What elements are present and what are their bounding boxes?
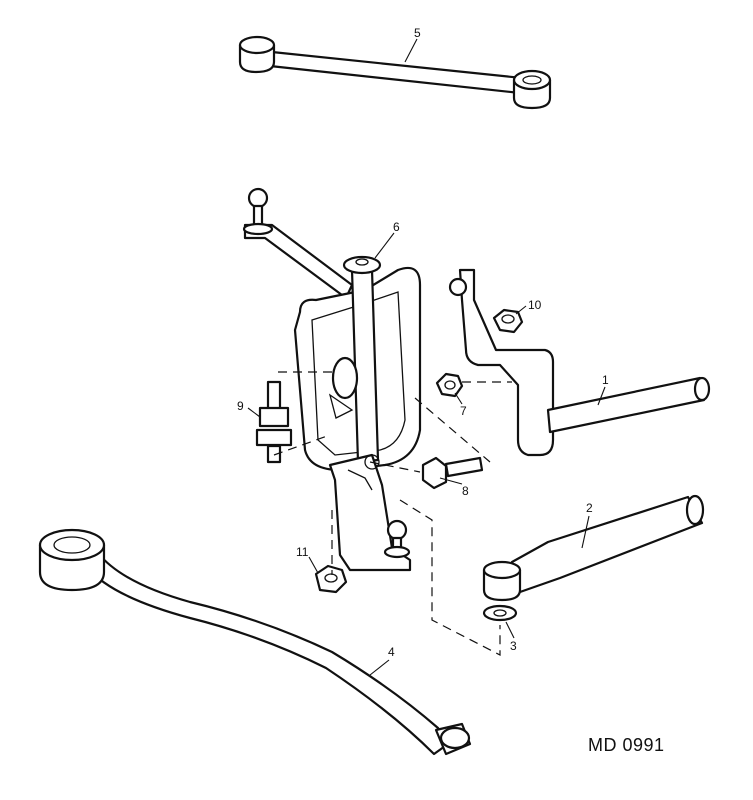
part-9-stud <box>255 380 293 464</box>
part-8-bolt <box>421 456 484 490</box>
part-7-nut <box>435 372 464 398</box>
part-5-link-rod <box>238 35 552 110</box>
leader-lines <box>247 38 606 676</box>
callout-9: 9 <box>237 399 244 413</box>
callout-10: 10 <box>528 298 542 312</box>
part-4-link-rod <box>38 528 472 756</box>
callout-2: 2 <box>586 501 593 515</box>
callout-7: 7 <box>460 404 467 418</box>
callout-4: 4 <box>388 645 395 659</box>
callout-8: 8 <box>462 484 469 498</box>
assembly-lines <box>273 371 512 656</box>
part-11-nut <box>314 564 348 594</box>
part-1-selector-rod <box>448 268 711 457</box>
part-10-nut <box>492 308 524 334</box>
callout-6: 6 <box>393 220 400 234</box>
callout-1: 1 <box>602 373 609 387</box>
callouts: 1 2 3 4 5 6 7 8 9 10 11 <box>237 26 609 659</box>
part-6-lever-housing <box>242 187 422 572</box>
callout-11: 11 <box>296 545 309 559</box>
part-3-washer <box>482 604 518 622</box>
part-2-rod-end <box>482 494 705 602</box>
callout-3: 3 <box>510 639 517 653</box>
callout-5: 5 <box>414 26 421 40</box>
diagram-reference-code: MD 0991 <box>588 735 665 755</box>
